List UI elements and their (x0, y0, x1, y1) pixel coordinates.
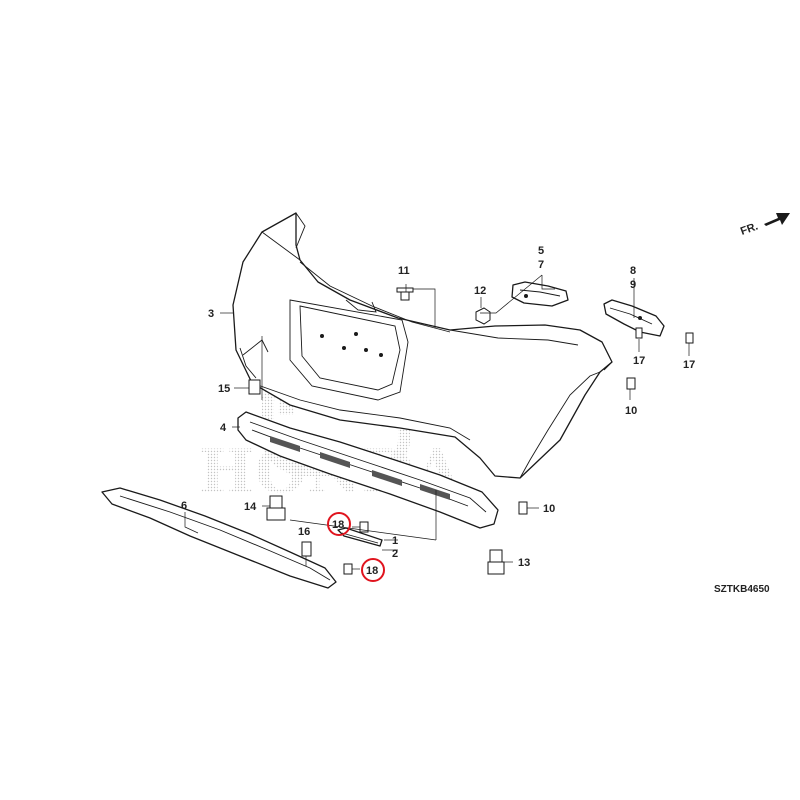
front-arrow-icon (764, 213, 790, 226)
callout-15: 15 (218, 383, 230, 395)
callout-9: 9 (630, 279, 636, 291)
callout-17b: 17 (683, 359, 695, 371)
screw-10b (518, 501, 528, 515)
callout-8: 8 (630, 265, 636, 277)
callout-11: 11 (398, 265, 410, 277)
callout-16: 16 (298, 526, 310, 538)
callout-12: 12 (474, 285, 486, 297)
screw-17b (685, 332, 694, 344)
leader-lines (184, 274, 690, 570)
callout-4: 4 (220, 422, 227, 434)
screw-17a (635, 327, 643, 339)
callout-3: 3 (208, 308, 214, 320)
screw-18b (343, 563, 353, 575)
clip-16 (301, 541, 312, 557)
nut-12 (475, 307, 491, 325)
callout-17a: 17 (633, 355, 645, 367)
clip-13 (487, 549, 505, 575)
front-direction-indicator: FR. (739, 213, 790, 238)
callout-2: 2 (392, 548, 398, 560)
callout-18a: 18 (332, 519, 344, 531)
front-direction-label: FR. (739, 220, 760, 237)
callout-6: 6 (181, 500, 187, 512)
rear-bumper-face (232, 212, 613, 479)
lower-grille (237, 411, 499, 529)
fasteners (248, 287, 694, 575)
lower-spoiler (101, 487, 337, 589)
diagram-code: SZTKB4650 (714, 584, 770, 595)
callout-14: 14 (244, 501, 257, 513)
highlight-ring-18b (361, 558, 385, 582)
highlight-ring-18a (327, 512, 351, 536)
clip-14 (266, 495, 286, 521)
callout-13: 13 (518, 557, 530, 569)
callout-1: 1 (392, 535, 398, 547)
highlight-circles (327, 512, 385, 582)
side-spacer (511, 281, 569, 307)
callout-7: 7 (538, 259, 544, 271)
callout-10a: 10 (625, 405, 637, 417)
screw-10a (626, 377, 636, 390)
callout-10b: 10 (543, 503, 555, 515)
callout-18b: 18 (366, 565, 378, 577)
clip-11 (396, 287, 414, 301)
callout-5: 5 (538, 245, 544, 257)
callouts: 1 2 3 4 5 6 7 8 9 10 10 11 12 13 14 15 1… (181, 245, 695, 577)
clip-15 (248, 379, 261, 395)
